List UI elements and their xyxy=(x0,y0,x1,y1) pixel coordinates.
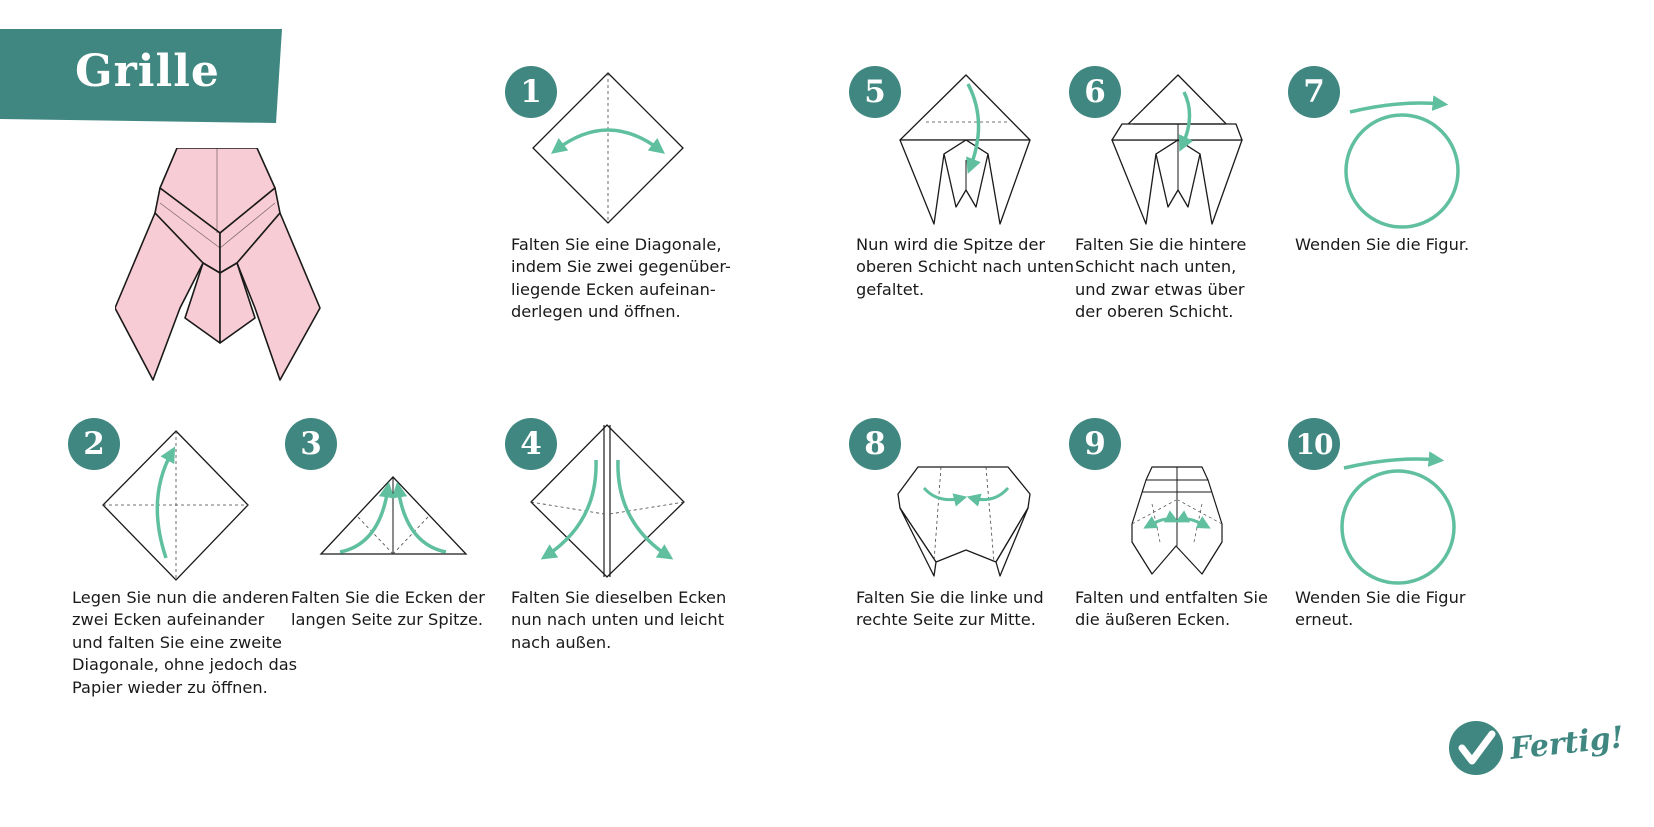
step-2-badge: 2 xyxy=(68,418,120,470)
step-7-badge: 7 xyxy=(1288,66,1340,118)
step-8-diagram xyxy=(897,466,1031,577)
step-3-text: Falten Sie die Ecken der langen Seite zu… xyxy=(291,588,485,630)
step-2-diagram xyxy=(102,430,249,581)
step-5-diagram xyxy=(899,74,1031,225)
check-icon xyxy=(1449,721,1503,775)
step-8-text: Falten Sie die linke und rechte Seite zu… xyxy=(856,588,1044,630)
step-10-text: Wenden Sie die Figur erneut. xyxy=(1295,588,1466,630)
step-3-diagram xyxy=(319,476,468,555)
step-4-badge: 4 xyxy=(505,418,557,470)
step-1-text: Falten Sie eine Diagonale, indem Sie zwe… xyxy=(511,235,731,322)
step-6-diagram xyxy=(1111,74,1243,225)
step-5-text: Nun wird die Spitze der oberen Schicht n… xyxy=(856,235,1074,299)
step-6-badge: 6 xyxy=(1069,66,1121,118)
title-banner-shape xyxy=(0,29,282,123)
step-9-badge: 9 xyxy=(1069,418,1121,470)
step-5-badge: 5 xyxy=(849,66,901,118)
step-7-text: Wenden Sie die Figur. xyxy=(1295,235,1470,254)
step-8-badge: 8 xyxy=(849,418,901,470)
step-1-badge: 1 xyxy=(505,66,557,118)
step-9-diagram xyxy=(1131,466,1223,575)
step-9-text: Falten und entfalten Sie die äußeren Eck… xyxy=(1075,588,1269,630)
step-10-turn-over-icon xyxy=(1340,451,1456,585)
step-3-badge: 3 xyxy=(285,418,337,470)
step-6-text: Falten Sie die hintere Schicht nach unte… xyxy=(1075,235,1247,322)
step-7-turn-over-icon xyxy=(1344,95,1460,229)
title-banner xyxy=(0,29,282,123)
step-1-diagram xyxy=(532,72,684,224)
finish-label: Fertig! xyxy=(1508,720,1626,767)
step-10-badge: 10 xyxy=(1288,418,1340,470)
step-4-diagram xyxy=(530,424,685,578)
cricket-hero-illustration xyxy=(115,148,321,381)
page-title: Grille xyxy=(75,46,220,97)
step-2-text: Legen Sie nun die anderen zwei Ecken auf… xyxy=(72,588,298,697)
step-4-text: Falten Sie dieselben Ecken nun nach unte… xyxy=(511,588,727,652)
